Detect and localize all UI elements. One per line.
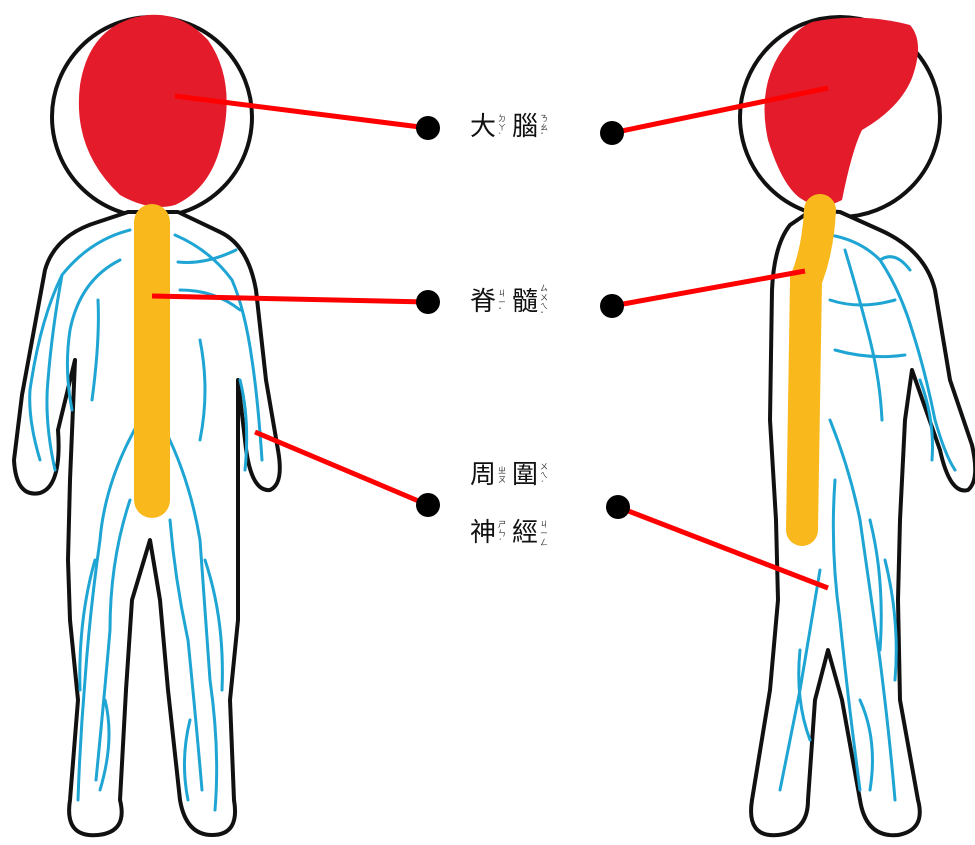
front-view-figure (14, 15, 428, 836)
nerve-char-4: 經 ㄐㄧㄥ (512, 518, 548, 548)
back-spinal-cord (802, 210, 820, 530)
back-view-figure (612, 17, 975, 835)
spinal-dot-left (416, 290, 440, 314)
brain-dot-right (600, 121, 624, 145)
nerve-char-1: 周 ㄓㄡ (470, 460, 506, 490)
spinal-dot-right (600, 294, 624, 318)
nerve-dot-left (416, 493, 440, 517)
nerve-dot-right (606, 495, 630, 519)
brain-dot-left (416, 116, 440, 140)
